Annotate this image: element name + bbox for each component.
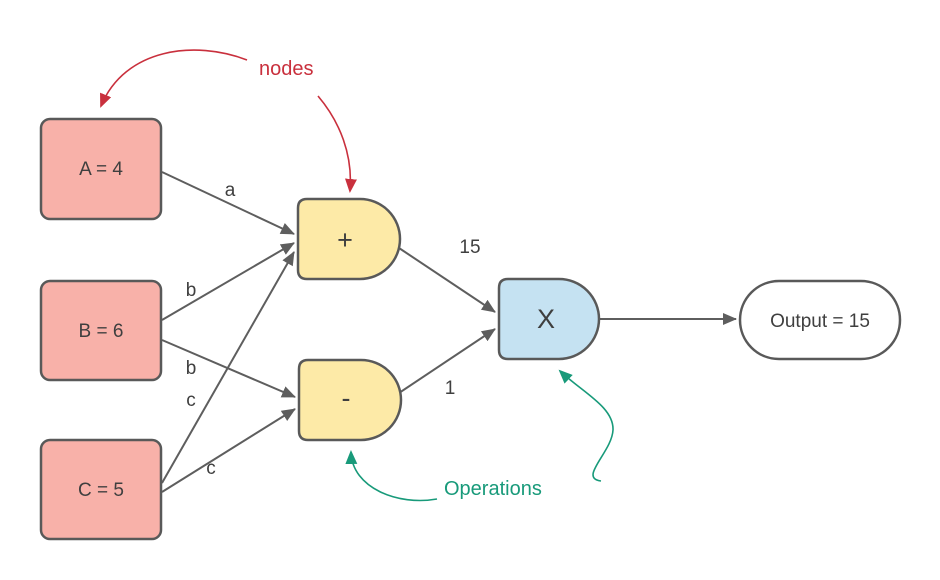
annotation-operations-label: Operations xyxy=(444,478,542,500)
edge-label-b-minus: b xyxy=(186,358,197,379)
output-group: Output = 15 xyxy=(738,279,902,361)
node-a-label: A = 4 xyxy=(79,159,123,180)
edge-labels: a b b c c 15 1 xyxy=(186,180,481,479)
annotation-nodes-label: nodes xyxy=(259,58,314,80)
output-node xyxy=(738,279,902,361)
op-minus-label: - xyxy=(342,383,351,413)
node-a xyxy=(39,117,163,221)
annotation-arrow-nodes-to-a xyxy=(100,49,248,108)
annotation-operations: Operations xyxy=(345,369,614,502)
annotation-arrow-operations-to-multiply xyxy=(558,369,614,482)
annotation-arrow-operations-to-minus xyxy=(345,450,438,502)
edge-label-b-plus: b xyxy=(186,280,197,301)
node-b-label: B = 6 xyxy=(79,321,124,342)
edge-b-to-minus xyxy=(161,339,296,398)
op-multiply xyxy=(497,277,601,361)
annotation-nodes: nodes xyxy=(100,49,357,193)
op-multiply-label: X xyxy=(537,304,555,334)
op-plus xyxy=(296,197,402,281)
operation-nodes: + - X xyxy=(296,197,601,442)
op-minus xyxy=(297,358,403,442)
edge-label-c-minus: c xyxy=(206,458,216,479)
edge-label-c-plus: c xyxy=(186,390,196,411)
node-b xyxy=(39,279,163,382)
edge-label-plus-result: 15 xyxy=(459,237,480,258)
edge-b-to-plus xyxy=(161,242,295,321)
edge-plus-to-multiply xyxy=(398,247,496,313)
input-nodes: A = 4 B = 6 C = 5 xyxy=(39,117,163,541)
node-c xyxy=(39,438,163,541)
edge-a-to-plus xyxy=(161,171,295,235)
edge-label-a: a xyxy=(225,180,236,201)
edge-minus-to-multiply xyxy=(398,328,496,394)
op-plus-label: + xyxy=(337,225,353,255)
output-label: Output = 15 xyxy=(770,311,870,332)
edges xyxy=(161,171,737,493)
annotation-arrow-nodes-to-plus xyxy=(317,95,357,193)
node-c-label: C = 5 xyxy=(78,480,124,501)
edge-c-to-minus xyxy=(161,408,296,493)
edge-label-minus-result: 1 xyxy=(445,378,456,399)
